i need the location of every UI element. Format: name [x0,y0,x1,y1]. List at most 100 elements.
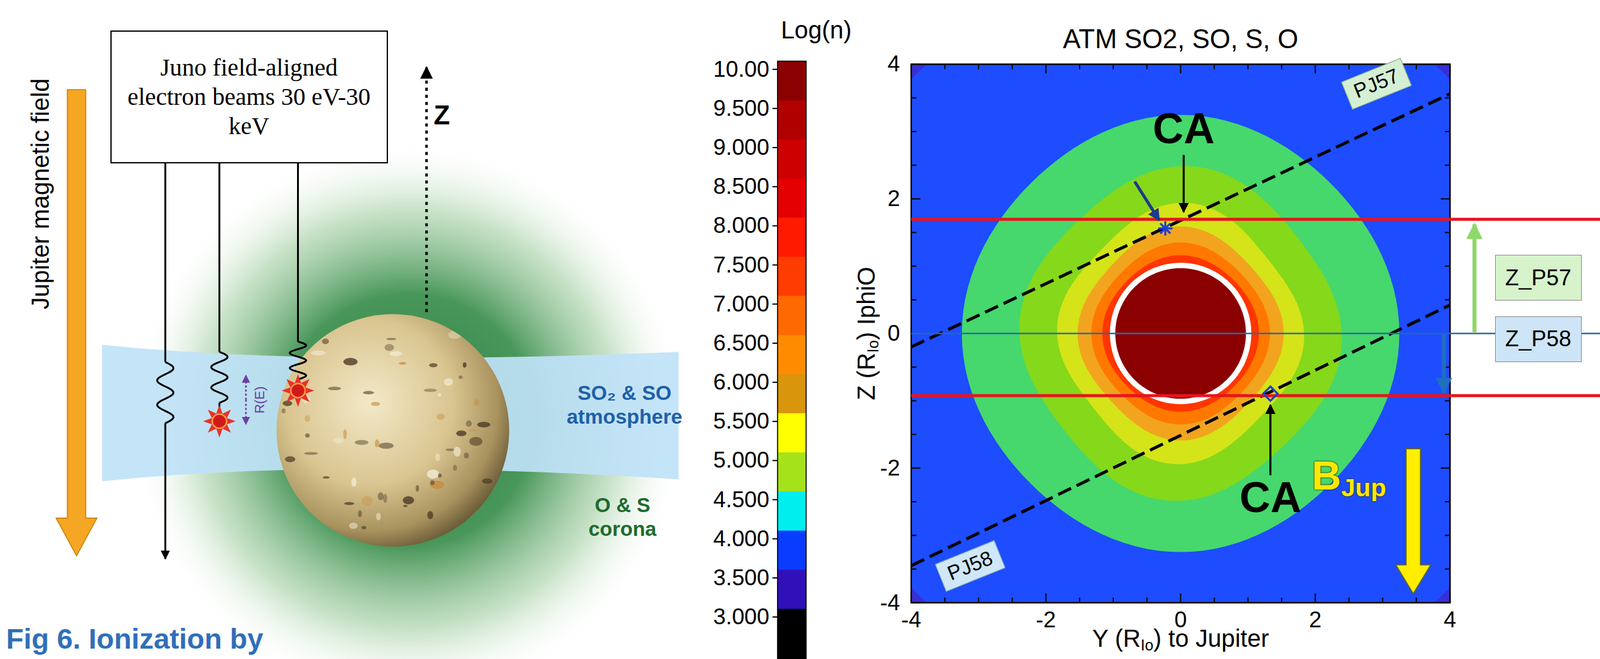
colorbar-segment [777,530,807,571]
colorbar-segment [777,295,807,336]
axis-title: Jupiter magnetic field [26,78,55,310]
trajectory-line [911,304,1450,566]
box-text: Juno field-aligned electron beams 30 eV-… [119,53,379,141]
colorbar-tick-label: 7.500 [713,251,770,278]
offset-box: Z_P58 [1495,316,1582,363]
axis-subscript: Io [1140,636,1154,654]
colorbar-tick [772,499,778,501]
colorbar-title: Log(n) [780,16,852,45]
colorbar-tick [772,264,778,266]
colorbar-tick [772,616,778,618]
electron-beam [211,163,228,413]
ca-label: CA [1152,103,1215,154]
colorbar-tick [772,147,778,149]
colorbar-tick [772,303,778,305]
colorbar-segment [777,100,807,141]
ca-arrow [1182,154,1185,213]
colorbar-tick [772,342,778,345]
field-subscript: Jup [1341,473,1387,503]
plot-title: ATM SO2, SO, S, O [1063,23,1299,55]
offset-arrow [1472,224,1477,333]
colorbar-segment [777,570,807,610]
colorbar-tick [772,459,778,462]
ca-marker [1263,386,1278,401]
closest-approach-level [911,394,1600,398]
colorbar-tick-label: 9.500 [713,95,770,122]
io-moon [276,314,509,547]
colorbar-tick [772,107,778,110]
colorbar-tick [772,225,778,227]
box-text: Z_P57 [1505,265,1572,291]
colorbar-tick-label: 5.500 [713,408,770,435]
colorbar-tick-label: 5.000 [713,447,770,474]
axis-letter: Z [433,100,451,131]
colorbar-tick [772,186,778,188]
colorbar-segment [777,335,807,376]
range-label: R(E) [251,386,267,414]
colorbar-tick-label: 6.500 [713,330,770,357]
ca-marker [1158,221,1173,236]
field-direction-arrow [1395,448,1431,595]
trajectory-tag: PJ57 [1341,57,1413,110]
colorbar-segment [777,413,807,454]
y-tick-label: -4 [880,589,901,616]
box-text: PJ57 [1350,64,1402,104]
colorbar-segment [777,217,807,258]
colorbar-segment [777,139,807,180]
colorbar-tick-label: 3.000 [713,604,770,631]
ionization-burst [281,374,315,408]
colorbar-frame [777,60,807,659]
x-axis-title: Y (RIo) to Jupiter [1092,625,1270,655]
axis-title: Y (R [1092,625,1142,653]
trajectory-tag: PJ58 [935,540,1006,593]
colorbar-tick-label: 10.00 [713,56,770,83]
x-tick-label: 2 [1309,607,1322,634]
colorbar-segment [777,609,807,659]
colorbar-segment [777,452,807,493]
colorbar-tick-label: 6.000 [713,369,770,396]
x-tick-label: 4 [1443,607,1457,634]
colorbar-tick-label: 9.000 [713,134,770,161]
field-arrow [56,89,97,556]
offset-box: Z_P57 [1495,254,1582,301]
range-arrow [245,375,248,401]
y-tick-label: 4 [887,51,900,77]
y-tick-label: 0 [887,320,900,347]
ca-arrow [1269,405,1272,476]
axis-title: ) IphiO [852,266,881,340]
colorbar-tick [772,577,778,579]
field-label: BJup [1311,452,1386,503]
colorbar-tick-label: 4.500 [713,486,770,513]
colorbar-segment [777,60,807,101]
axis-title: Z (R [852,353,881,401]
colorbar-tick [772,381,778,384]
title-box: Juno field-aligned electron beams 30 eV-… [110,30,388,163]
colorbar-tick-label: 8.000 [713,212,770,239]
ca-label: CA [1239,473,1302,523]
region-label: O & S corona [575,494,670,542]
offset-arrow [1442,334,1447,393]
field-symbol: B [1311,452,1341,499]
colorbar-tick [772,420,778,423]
ionization-burst [203,405,237,438]
colorbar-segment [777,374,807,415]
electron-beam [157,163,174,560]
colorbar-tick-label: 7.000 [713,291,770,318]
electron-beam [289,163,307,382]
z-axis-arrow [425,67,428,312]
colorbar-tick [772,538,778,540]
closest-approach-level [911,217,1600,221]
region-label: SO₂ & SO atmosphere [562,381,687,429]
range-arrow [245,400,248,425]
axis-title: ) to Jupiter [1153,625,1270,653]
colorbar-tick-label: 3.500 [713,565,770,592]
colorbar-segment [777,256,807,297]
y-axis-title: Z (RIo) IphiO [852,266,883,401]
colorbar-tick [772,68,778,71]
colorbar-tick-label: 4.000 [713,526,770,553]
colorbar-tick-label: 8.500 [713,173,770,200]
box-text: PJ58 [944,547,997,586]
colorbar-segment [777,178,807,219]
